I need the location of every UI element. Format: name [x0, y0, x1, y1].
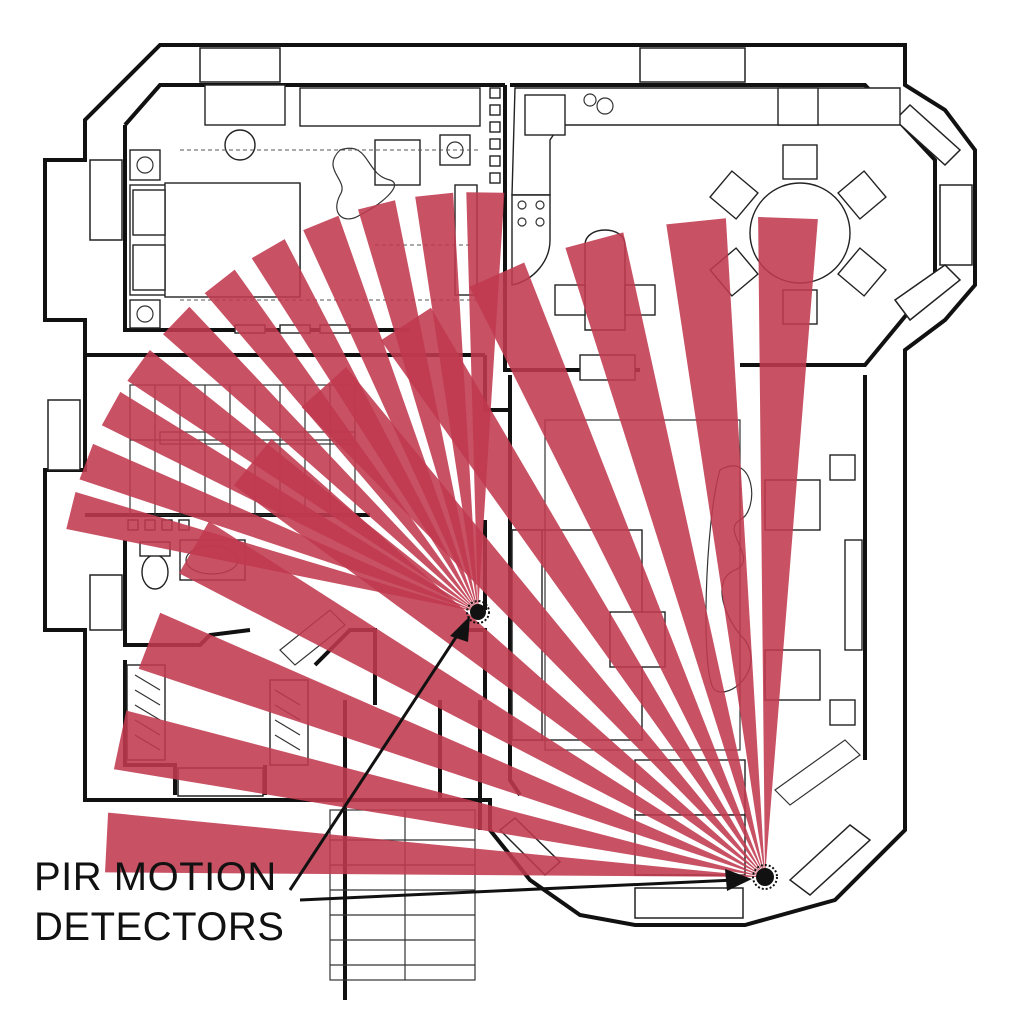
pir-detector-living-beam [666, 218, 765, 877]
pir-detector-living-beam [301, 367, 765, 877]
caption-line-1: PIR MOTION [34, 855, 277, 899]
pir-detector-living-beam [758, 217, 818, 877]
pir-detector-living-beam [105, 812, 765, 877]
pir-detector-living-beam [380, 307, 765, 877]
pir-detector-living-beam [179, 521, 765, 877]
bedroom-furniture [129, 84, 481, 334]
caption: PIR MOTION DETECTORS [34, 852, 284, 952]
arrow-icon [288, 616, 752, 902]
caption-line-2: DETECTORS [34, 905, 285, 949]
pir-detector-hall-beam [163, 306, 478, 612]
beam-fan-living [105, 217, 818, 877]
motion-detector-icon [466, 600, 490, 624]
pir-detector-living-beam [233, 438, 766, 877]
pir-detector-living-beam [565, 232, 765, 877]
pir-detector-living-beam [138, 612, 765, 877]
pir-detector-living-beam [469, 262, 765, 877]
windows [47, 47, 973, 919]
motion-detector-icon [752, 864, 778, 890]
pir-detector-living-beam [113, 710, 765, 877]
